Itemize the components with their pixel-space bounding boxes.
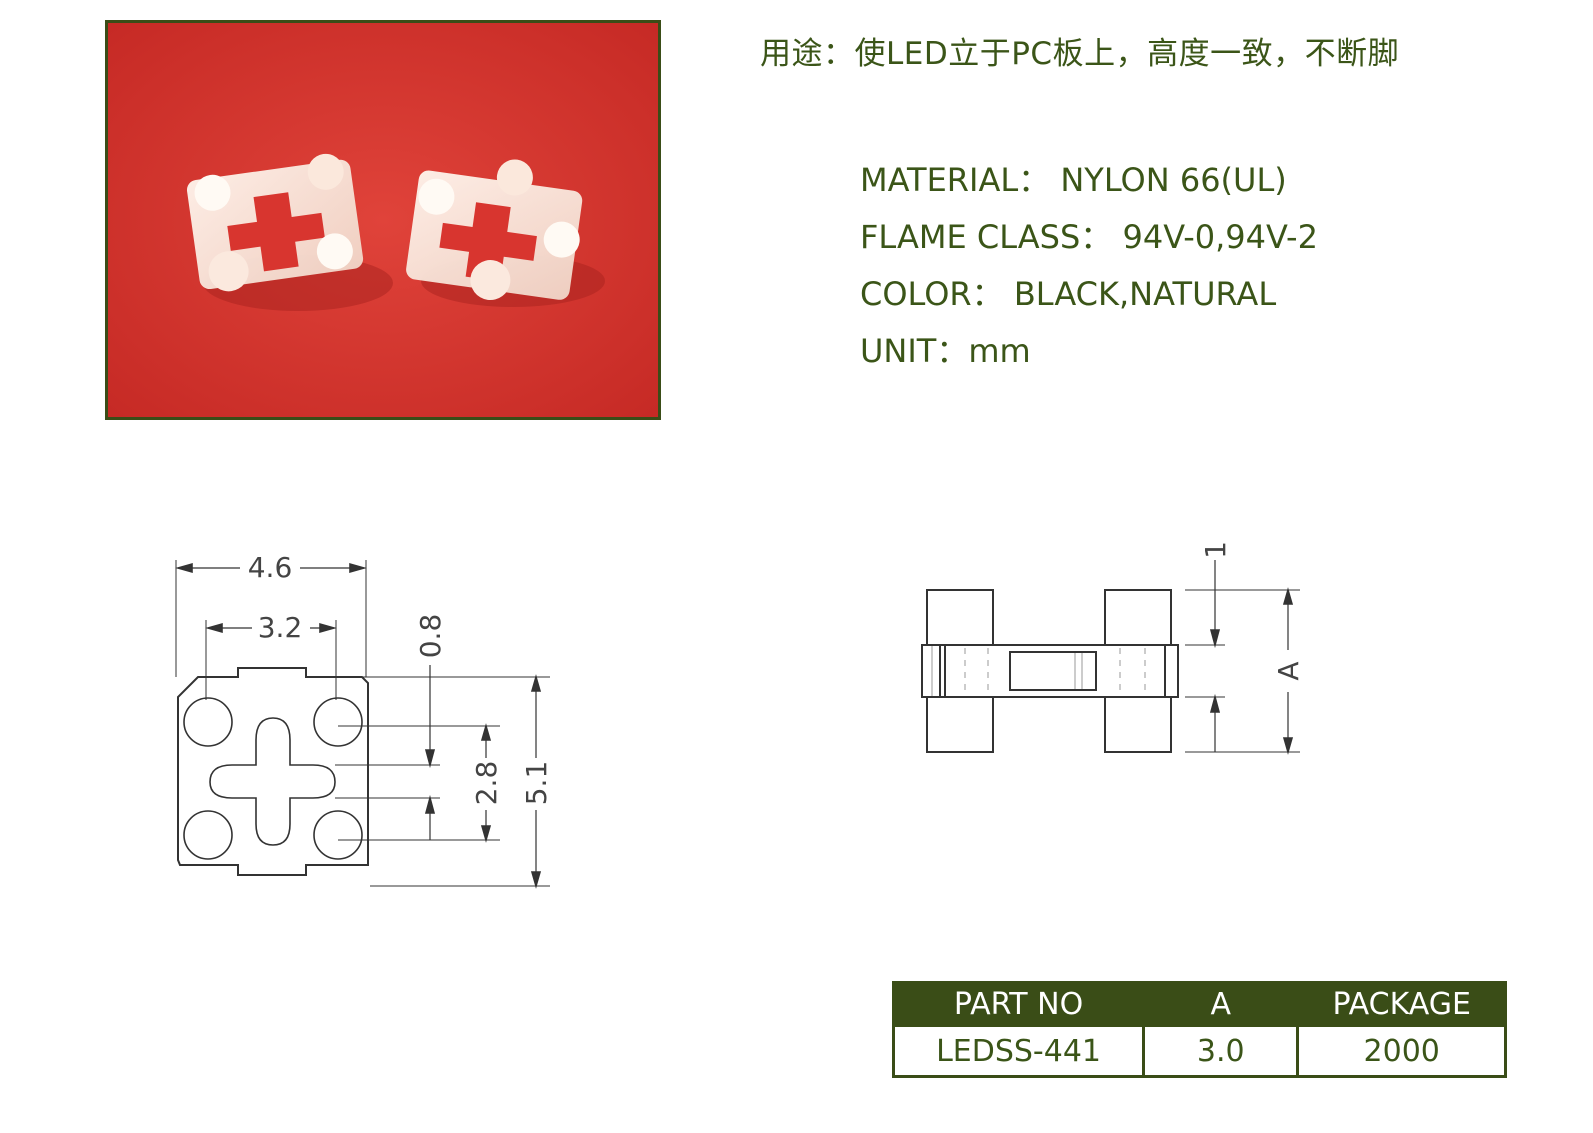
dim-pin-offset-label: 0.8 <box>414 614 447 659</box>
dim-width-label: 4.6 <box>248 551 293 584</box>
dim-hole-spacing-label: 3.2 <box>258 611 303 644</box>
spec-flame-class: FLAME CLASS： 94V-0,94V-2 <box>860 218 1318 256</box>
spacer-left-image <box>186 153 364 292</box>
usage-text: 用途：使LED立于PC板上，高度一致，不断脚 <box>760 36 1400 72</box>
dim-slot-length-label: 2.8 <box>470 761 503 806</box>
spec-color: COLOR： BLACK,NATURAL <box>860 275 1277 313</box>
spec-material: MATERIAL： NYLON 66(UL) <box>860 161 1287 199</box>
part-table: PART NO A PACKAGE LEDSS-441 3.0 2000 <box>891 981 1507 1078</box>
cell-a: 3.0 <box>1142 1024 1300 1078</box>
dim-length-label: 5.1 <box>520 761 553 806</box>
side-view-drawing: 1 A <box>921 541 1305 755</box>
top-view-drawing: 4.6 3.2 0.8 2.8 5.1 <box>175 551 553 889</box>
product-photo <box>105 20 661 420</box>
table-header-row: PART NO A PACKAGE <box>891 981 1507 1027</box>
cell-part-no: LEDSS-441 <box>891 1024 1146 1078</box>
header-part-no: PART NO <box>891 981 1146 1027</box>
spec-list: MATERIAL： NYLON 66(UL) FLAME CLASS： 94V-… <box>860 152 1318 380</box>
cell-package: 2000 <box>1296 1024 1507 1078</box>
dim-pin-height-label: 1 <box>1199 541 1232 559</box>
spacer-right-image <box>406 159 583 301</box>
header-package: PACKAGE <box>1296 981 1507 1027</box>
dim-overall-label: A <box>1272 661 1305 680</box>
spec-unit: UNIT：mm <box>860 332 1031 370</box>
header-a: A <box>1142 981 1300 1027</box>
table-row: LEDSS-441 3.0 2000 <box>891 1024 1507 1078</box>
